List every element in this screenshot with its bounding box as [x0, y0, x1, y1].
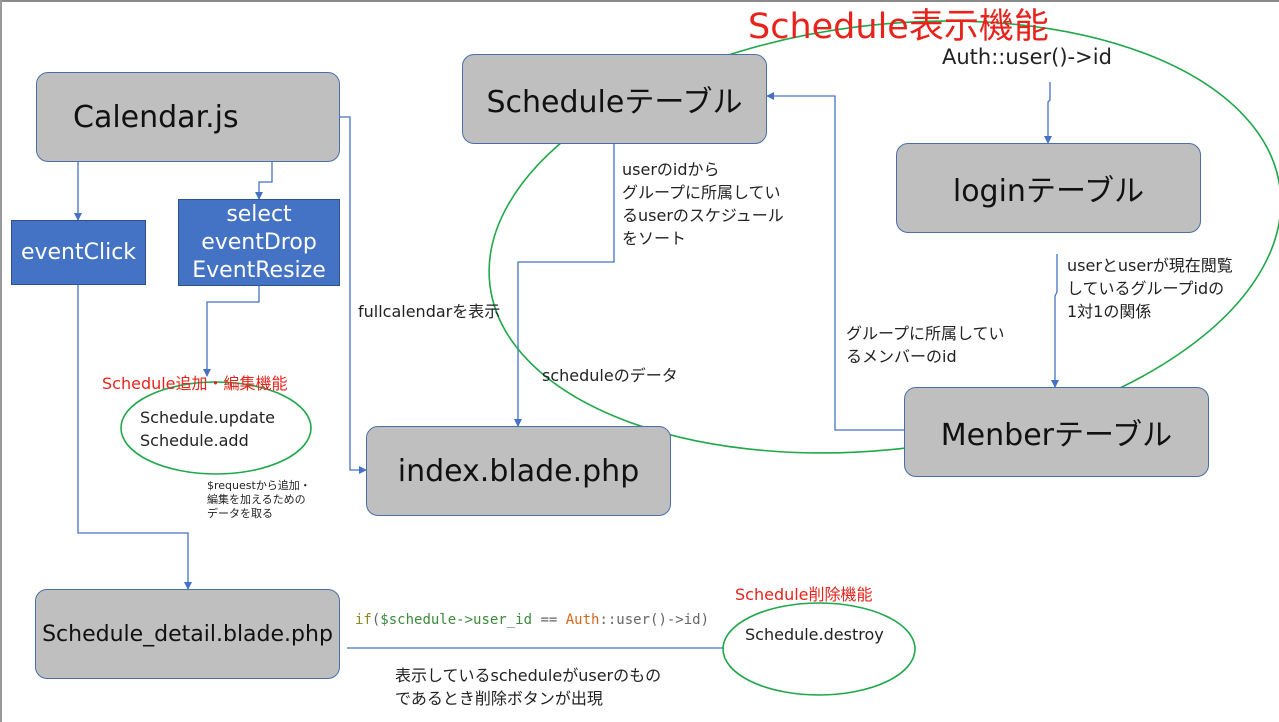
index-blade-box: index.blade.php [366, 426, 671, 516]
request-note-line-2: 編集を加えるための [207, 493, 306, 506]
event-click-label: eventClick [20, 239, 137, 265]
window-top-border [0, 0, 1279, 2]
user-group-relation-line-3: 1対1の関係 [1067, 302, 1152, 321]
schedule-add-label: Schedule.add [140, 431, 249, 450]
ellipse-delete-feature [722, 602, 916, 696]
event-resize-label: EventResize [192, 257, 326, 283]
schedule-table-label: Scheduleテーブル [486, 85, 743, 120]
schedule-data-label: scheduleのデータ [542, 366, 678, 385]
request-note-line-1: $requestから追加・ [207, 479, 311, 492]
display-feature-title: Schedule表示機能 [748, 7, 1049, 47]
auth-user-id-label: Auth::user()->id [942, 45, 1112, 69]
arrow-auth-to-login [1044, 82, 1052, 144]
group-members-line-2: るメンバーのid [846, 347, 957, 366]
arrow-select-to-addedit [203, 286, 260, 377]
ellipse-add-edit-feature [120, 381, 312, 475]
code-keyword-if: if [355, 612, 372, 628]
arrow-calendar-to-select [255, 162, 273, 200]
code-open-paren: ( [371, 612, 381, 628]
event-click-box: eventClick [11, 220, 146, 285]
code-operator: == [532, 612, 566, 628]
schedule-update-label: Schedule.update [140, 408, 275, 427]
sort-note-line-3: るuserのスケジュール [622, 206, 784, 225]
member-table-label: Menberテーブル [940, 418, 1173, 453]
code-method: ::user()->id [599, 612, 701, 628]
code-close-paren: ) [700, 612, 710, 628]
schedule-destroy-label: Schedule.destroy [745, 625, 884, 644]
member-table-box: Menberテーブル [904, 387, 1209, 477]
code-variable: $schedule->user_id [380, 612, 533, 628]
delete-condition-code: if($schedule->user_id == Auth::user()->i… [355, 609, 709, 632]
arrow-schedule-to-index [514, 144, 615, 427]
index-blade-label: index.blade.php [397, 453, 640, 489]
sort-note-line-4: をソート [622, 229, 687, 248]
calendar-js-box: Calendar.js [36, 72, 340, 162]
event-drop-label: eventDrop [201, 229, 317, 255]
add-edit-feature-title: Schedule追加・編集機能 [102, 374, 288, 393]
arrow-login-to-member [1051, 254, 1059, 388]
arrow-eventclick-to-detail [77, 285, 192, 590]
delete-feature-title: Schedule削除機能 [735, 585, 873, 604]
schedule-detail-blade-box: Schedule_detail.blade.php [35, 589, 340, 679]
delete-note-line-1: 表示しているscheduleがuserのもの [395, 666, 662, 685]
select-event-box: select eventDrop EventResize [178, 199, 340, 286]
select-label: select [226, 201, 292, 227]
arrow-member-to-schedule [766, 92, 905, 431]
schedule-detail-blade-label: Schedule_detail.blade.php [42, 621, 333, 647]
delete-note-line-2: であるとき削除ボタンが出現 [395, 689, 603, 708]
fullcalendar-label: fullcalendarを表示 [358, 302, 501, 321]
window-left-border [0, 0, 2, 722]
request-note-line-3: データを取る [207, 507, 273, 520]
user-group-relation-line-2: しているグループidの [1067, 279, 1225, 298]
calendar-js-label: Calendar.js [73, 99, 239, 135]
group-members-line-1: グループに所属してい [846, 324, 1005, 343]
login-table-box: loginテーブル [896, 143, 1201, 233]
login-table-label: loginテーブル [952, 174, 1145, 209]
sort-note-line-1: userのidから [622, 160, 720, 179]
sort-note-line-2: グループに所属してい [622, 183, 781, 202]
code-class: Auth [565, 612, 600, 628]
schedule-table-box: Scheduleテーブル [462, 54, 767, 144]
arrow-calendar-to-index [340, 116, 367, 474]
user-group-relation-line-1: userとuserが現在閲覧 [1067, 256, 1233, 275]
